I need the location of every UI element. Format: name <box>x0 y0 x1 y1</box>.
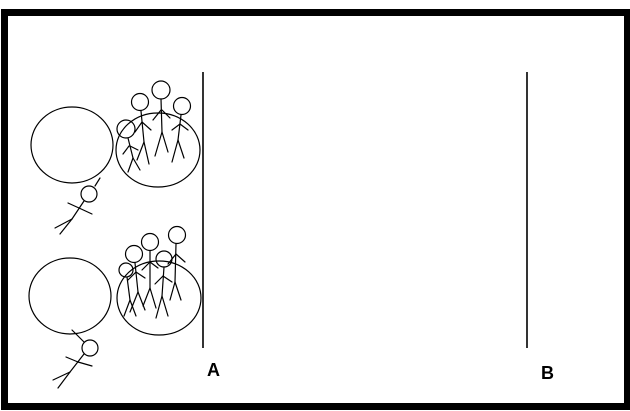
lower-empty-circle <box>28 257 112 335</box>
stick-figure <box>118 262 137 317</box>
stick-figure <box>140 232 160 309</box>
lower-group <box>28 225 202 389</box>
upper-empty-circle <box>30 106 114 184</box>
stick-figure <box>130 92 152 165</box>
stick-figure <box>124 244 146 313</box>
line-b-label: B <box>541 363 554 383</box>
lower-crowd <box>118 225 187 319</box>
upper-group <box>30 80 201 235</box>
line-a-label: A <box>207 360 220 380</box>
upper-crowd <box>116 80 192 173</box>
upper-lone-figure <box>54 177 101 235</box>
upper-crowd-circle <box>115 112 201 188</box>
stick-figure <box>116 119 141 173</box>
outer-frame <box>1 9 630 410</box>
lower-lone-figure <box>52 329 99 389</box>
stick-figure <box>151 80 171 157</box>
stick-figure <box>167 225 187 301</box>
lower-crowd-circle <box>116 260 202 336</box>
stick-figure <box>171 96 192 163</box>
